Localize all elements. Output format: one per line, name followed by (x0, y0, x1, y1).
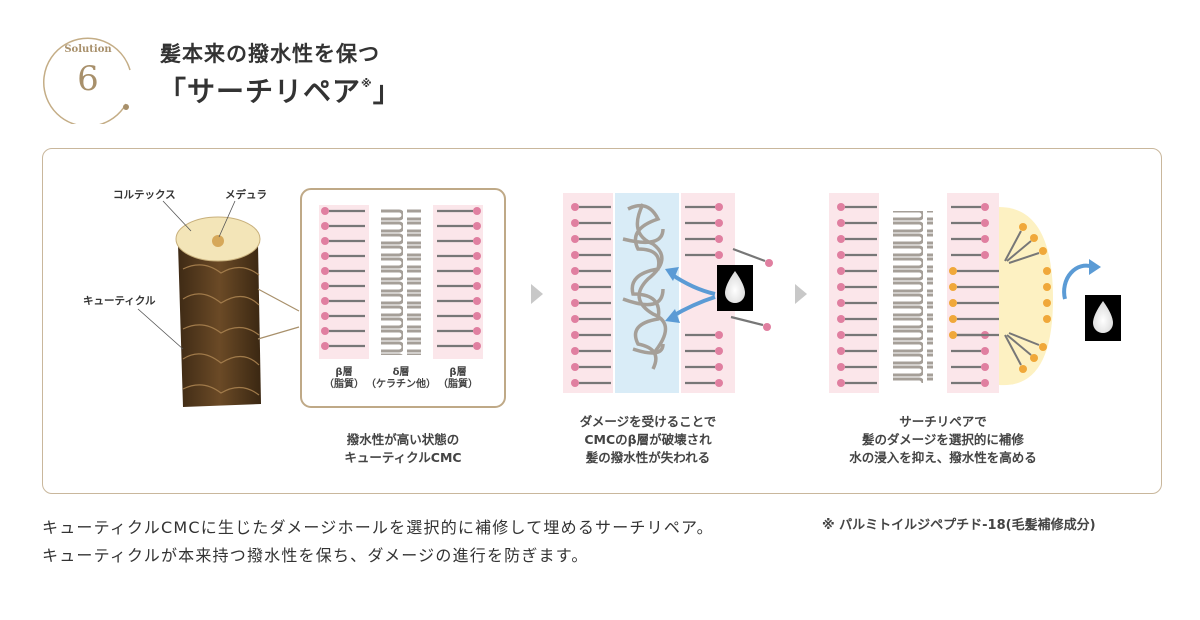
water-drop-icon-2 (1093, 301, 1113, 333)
diagram-panel: コルテックス メデュラ キューティクル β層（脂質） δ層（ケラチン他） β層（… (42, 148, 1162, 494)
body-text: キューティクルCMCに生じたダメージホールを選択的に補修して埋めるサーチリペア。… (42, 514, 714, 570)
layer-beta-2-name: β層 (449, 367, 467, 378)
water-drop-icon (725, 271, 745, 303)
hair-strand-illustration (175, 216, 261, 407)
body-line1: キューティクルCMCに生じたダメージホールを選択的に補修して埋めるサーチリペア。 (42, 518, 714, 537)
header-title: 「サーチリペア※」 (158, 70, 402, 110)
layer-beta-2-sub: （脂質） (438, 379, 478, 390)
header-title-close: 」 (372, 75, 402, 108)
label-medulla: メデュラ (225, 189, 267, 201)
caption-repaired-line3: 水の浸入を抑え、撥水性を高める (849, 450, 1037, 465)
layer-delta-sub: （ケラチン他） (366, 379, 436, 390)
layer-delta-name: δ層 (392, 367, 410, 378)
caption-healthy-line2: キューティクルCMC (344, 450, 462, 465)
repel-arrow-icon (1062, 263, 1094, 300)
caption-healthy-line1: 撥水性が高い状態の (346, 432, 460, 447)
caption-damaged-line2: CMCのβ層が破壊され (584, 432, 712, 447)
badge-label: Solution (64, 44, 112, 55)
layer-beta-1: β層（脂質） (321, 367, 367, 391)
solution-badge: Solution 6 (40, 18, 136, 124)
cmc-layer-repaired (829, 193, 1121, 393)
layer-beta-1-sub: （脂質） (324, 379, 364, 390)
arrow-next-icon (531, 284, 543, 304)
header-subtitle: 髪本来の撥水性を保つ (160, 42, 380, 66)
badge-ring-icon (42, 37, 131, 124)
caption-repaired-line2: 髪のダメージを選択的に補修 (862, 432, 1024, 447)
caption-damaged-line3: 髪の撥水性が失われる (585, 450, 711, 465)
body-line2: キューティクルが本来持つ撥水性を保ち、ダメージの進行を防ぎます。 (42, 546, 589, 565)
cmc-layer-damaged (563, 193, 773, 393)
layer-delta: δ層（ケラチン他） (365, 367, 437, 391)
arrow-next-icon-2 (795, 284, 807, 304)
caption-repaired: サーチリペアで 髪のダメージを選択的に補修 水の浸入を抑え、撥水性を高める (823, 413, 1063, 467)
caption-repaired-line1: サーチリペアで (899, 414, 987, 429)
layer-beta-2: β層（脂質） (435, 367, 481, 391)
caption-healthy: 撥水性が高い状態の キューティクルCMC (303, 431, 503, 467)
badge-number: 6 (77, 59, 99, 99)
footnote: ※ パルミトイルジペプチド-18(毛髪補修成分) (822, 518, 1096, 533)
label-cuticle: キューティクル (83, 295, 156, 307)
label-cortex: コルテックス (113, 189, 176, 201)
caption-damaged: ダメージを受けることで CMCのβ層が破壊され 髪の撥水性が失われる (543, 413, 753, 467)
header-title-mark: ※ (361, 77, 373, 90)
diagram-art (137, 188, 1121, 408)
layer-beta-1-name: β層 (335, 367, 353, 378)
caption-damaged-line1: ダメージを受けることで (579, 414, 717, 429)
header-title-text: 「サーチリペア (158, 75, 362, 108)
cmc-layer-healthy (319, 207, 483, 355)
